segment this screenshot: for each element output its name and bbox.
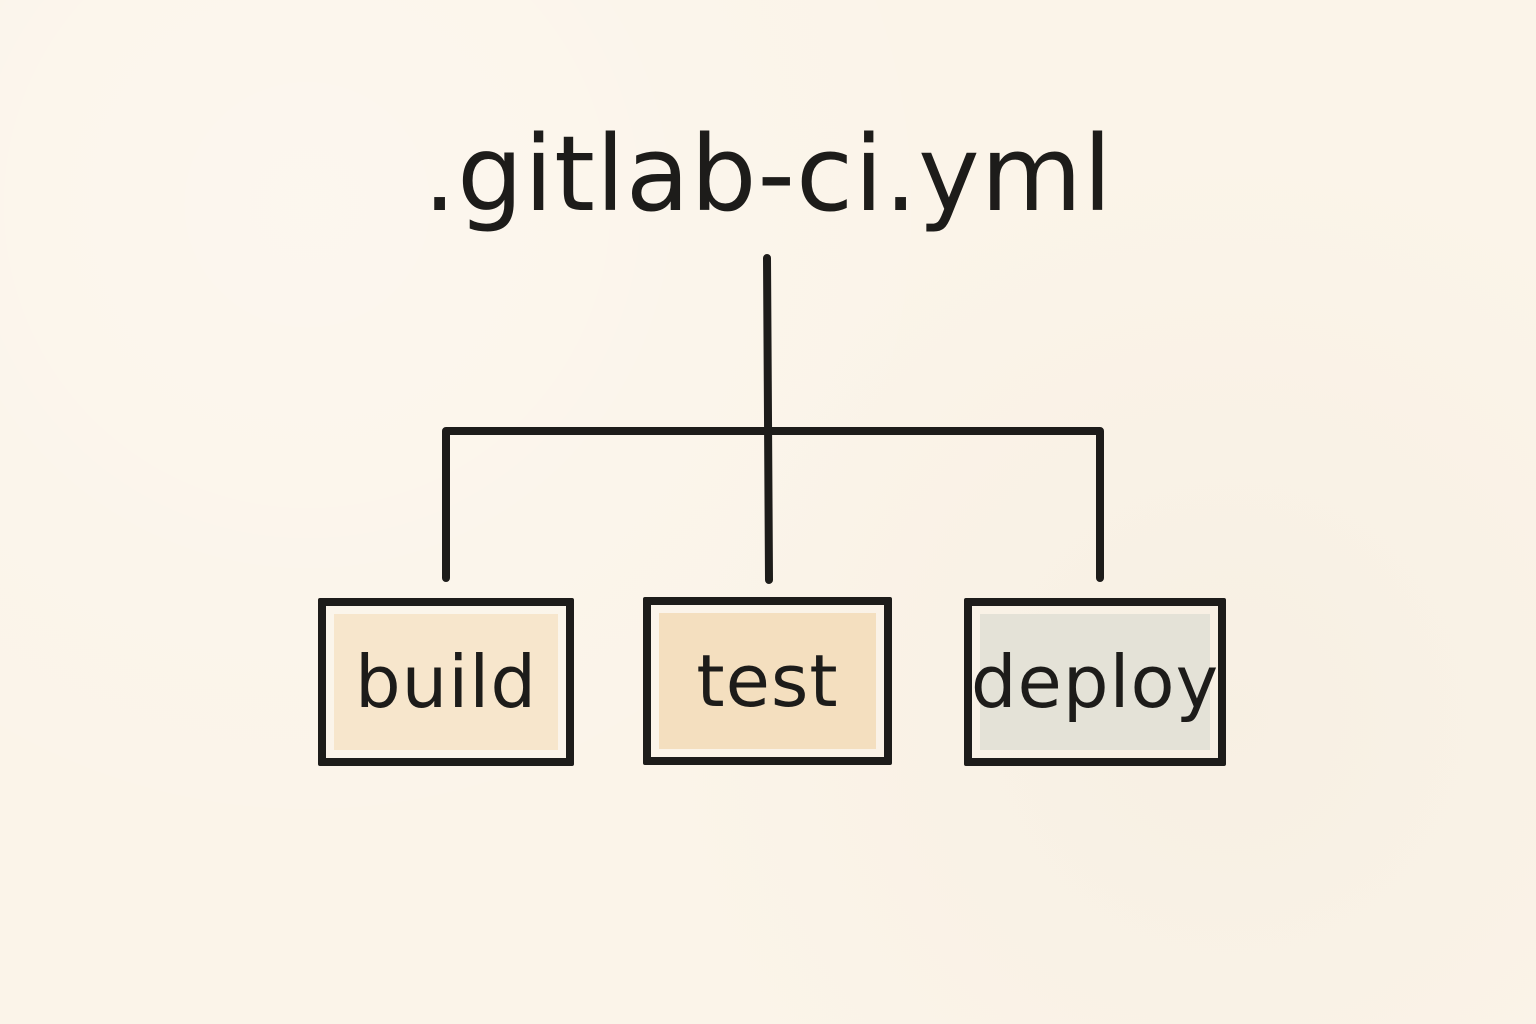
stage-deploy-box: deploy [964, 598, 1226, 766]
stage-deploy-label: deploy [970, 640, 1220, 724]
diagram-title: .gitlab-ci.yml [423, 113, 1113, 235]
stage-test-box: test [643, 597, 892, 765]
stage-build-fill [334, 614, 558, 750]
trunk-connector [763, 254, 773, 584]
stage-build-box: build [318, 598, 574, 766]
branch-connector [442, 427, 1104, 582]
stage-deploy-fill [980, 614, 1210, 750]
stage-test-fill [659, 613, 876, 749]
stage-test-label: test [696, 639, 839, 723]
stage-build-label: build [354, 640, 538, 724]
